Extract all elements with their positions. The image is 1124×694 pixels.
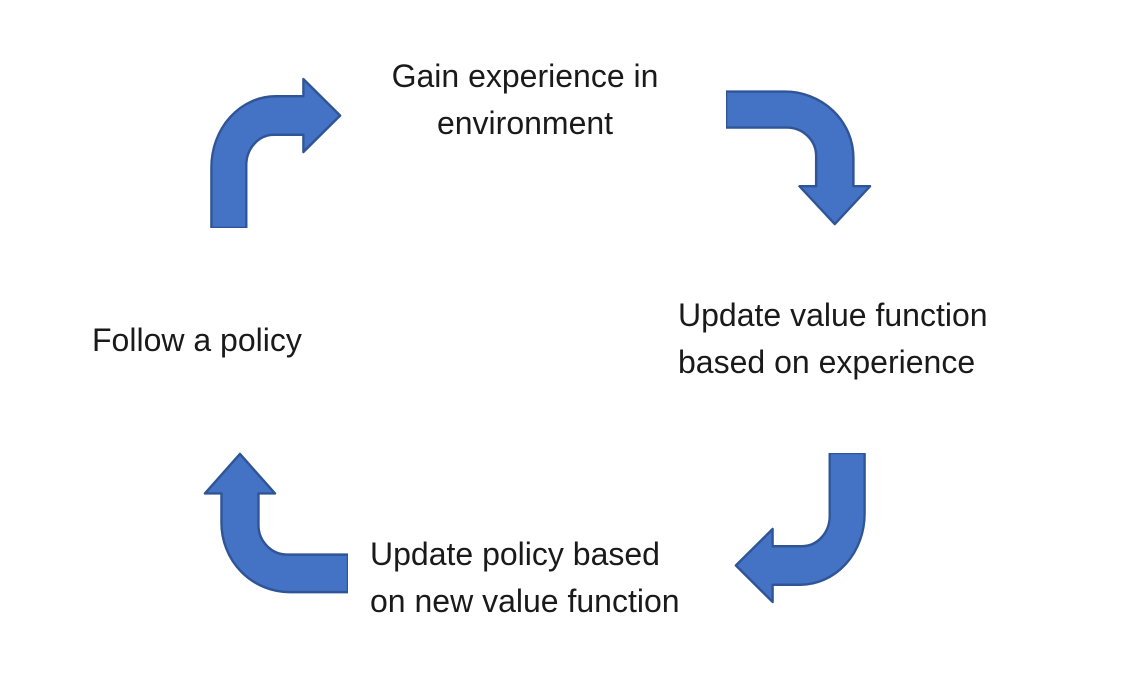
node-label-update-value-function: Update value function based on experienc…	[678, 292, 988, 386]
node-label-follow-policy-line1: Follow a policy	[92, 322, 302, 358]
bent-arrow-right-down-icon	[726, 90, 872, 226]
node-label-update-value-function-line1: Update value function	[678, 297, 988, 333]
node-label-gain-experience-line1: Gain experience in	[391, 58, 659, 94]
node-label-update-value-function-line2: based on experience	[678, 344, 976, 380]
node-label-follow-policy: Follow a policy	[92, 317, 302, 364]
node-label-gain-experience-line2: environment	[436, 105, 614, 141]
node-label-update-policy-line2: on new value function	[370, 583, 680, 619]
node-label-gain-experience: Gain experience in environment	[330, 53, 720, 147]
bent-arrow-down-left-icon	[734, 453, 866, 604]
node-label-update-policy-line1: Update policy based	[370, 536, 660, 572]
node-label-update-policy: Update policy based on new value functio…	[370, 531, 680, 625]
bent-arrow-left-up-icon	[203, 452, 348, 594]
bent-arrow-up-right-icon	[210, 77, 342, 228]
